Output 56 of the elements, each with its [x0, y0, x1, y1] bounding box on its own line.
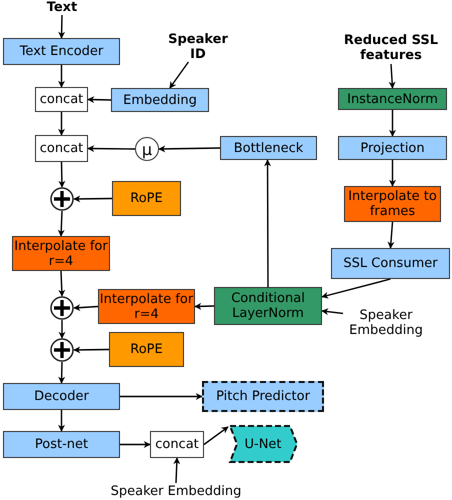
- process-box: Interpolate to frames: [344, 186, 441, 222]
- arrow: [204, 426, 229, 446]
- arrow: [58, 210, 65, 237]
- arrow: [73, 304, 98, 312]
- input-label: Speaker Embedding: [104, 483, 248, 499]
- input-label: Text: [40, 0, 84, 15]
- arrow: [58, 410, 65, 432]
- arrow: [58, 270, 66, 297]
- input-label: Speaker ID: [166, 32, 230, 62]
- arrow: [388, 222, 394, 249]
- arrow: [194, 302, 214, 310]
- process-box: Interpolate for r=4: [98, 289, 195, 324]
- arrow: [158, 145, 220, 152]
- mean-circle: μ: [135, 137, 159, 161]
- arrow: [73, 346, 109, 354]
- arrow: [264, 159, 272, 287]
- input-label: Reduced SSL features: [330, 32, 452, 64]
- sum-circle: [50, 187, 74, 211]
- output-block: U-Net: [228, 425, 298, 463]
- process-box: Embedding: [111, 88, 209, 112]
- arrow: [58, 162, 66, 188]
- optional-box: Pitch Predictor: [202, 381, 324, 412]
- arrow: [173, 457, 180, 484]
- arrow: [120, 393, 203, 400]
- arrow: [321, 308, 344, 316]
- arrow: [58, 65, 65, 88]
- process-box: SSL Consumer: [331, 248, 450, 279]
- arrow: [389, 160, 396, 187]
- arrow: [389, 110, 396, 137]
- process-box: concat: [35, 135, 88, 162]
- sum-circle: [50, 338, 74, 362]
- arrow: [58, 362, 66, 384]
- arrow: [58, 14, 66, 39]
- arrow: [120, 441, 151, 448]
- process-box: Post-net: [3, 431, 120, 458]
- arrow: [87, 96, 112, 104]
- process-box: concat: [150, 431, 204, 458]
- process-box: Decoder: [3, 383, 120, 410]
- process-box: RoPE: [112, 181, 181, 216]
- arrow: [388, 64, 396, 89]
- input-label: Speaker Embedding: [343, 307, 429, 339]
- process-box: Text Encoder: [3, 38, 120, 65]
- arrow: [321, 278, 391, 299]
- process-box: InstanceNorm: [338, 88, 447, 110]
- process-box: concat: [35, 87, 88, 112]
- arrow: [87, 145, 135, 152]
- arrow: [169, 62, 189, 89]
- process-box: Interpolate for r=4: [12, 236, 110, 271]
- process-box: Conditional LayerNorm: [214, 287, 322, 325]
- sum-circle: [50, 296, 74, 320]
- process-box: Projection: [338, 136, 447, 160]
- process-box: Bottleneck: [220, 136, 317, 160]
- arrow: [58, 112, 65, 136]
- arrow: [58, 320, 66, 339]
- process-box: RoPE: [109, 332, 184, 367]
- arrow: [73, 195, 112, 202]
